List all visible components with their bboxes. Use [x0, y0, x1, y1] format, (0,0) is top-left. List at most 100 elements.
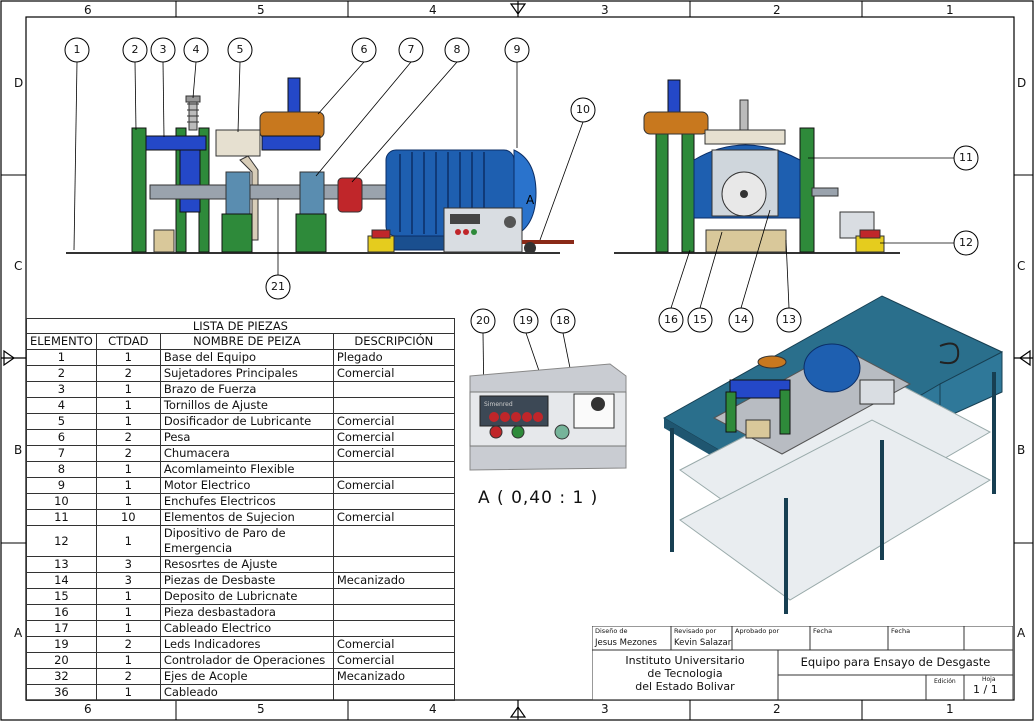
- callout-number: 20: [476, 314, 490, 327]
- zone-col-6-bottom: 6: [84, 702, 92, 716]
- header-elemento: ELEMENTO: [26, 333, 97, 350]
- zone-col-1-bottom: 1: [946, 702, 954, 716]
- cell-elemento: 4: [26, 397, 97, 414]
- parts-list-table: LISTA DE PIEZAS ELEMENTO CTDAD NOMBRE DE…: [26, 318, 455, 701]
- cell-ctdad: 1: [95, 381, 161, 398]
- cell-descripcion: [332, 525, 455, 557]
- institution-name: Instituto Universitario de Tecnologia de…: [625, 654, 745, 693]
- callout-number: 11: [959, 151, 973, 164]
- approved-label: Aprobado por: [735, 627, 780, 635]
- zone-row-b-left: B: [14, 443, 23, 457]
- cell-descripcion: Comercial: [332, 636, 455, 653]
- callout-number: 4: [192, 43, 200, 56]
- cell-elemento: 17: [26, 620, 97, 637]
- cell-ctdad: 2: [95, 445, 161, 462]
- cell-ctdad: 1: [95, 461, 161, 478]
- cell-elemento: 32: [26, 668, 97, 685]
- edition-label: Edición: [934, 678, 956, 685]
- cell-nombre: Cableado: [159, 684, 334, 701]
- cell-elemento: 5: [26, 413, 97, 430]
- cell-ctdad: 1: [95, 652, 161, 669]
- cell-elemento: 3: [26, 381, 97, 398]
- date-label-2: Fecha: [891, 627, 911, 635]
- cell-elemento: 10: [26, 493, 97, 510]
- zone-row-a-right: A: [1017, 626, 1026, 640]
- zone-col-2-top: 2: [773, 3, 781, 17]
- callout-number: 8: [453, 43, 461, 56]
- cell-ctdad: 1: [95, 588, 161, 605]
- zone-col-5-top: 5: [257, 3, 265, 17]
- cell-ctdad: 10: [95, 509, 161, 526]
- zone-col-1-top: 1: [946, 3, 954, 17]
- drawing-title: Equipo para Ensayo de Desgaste: [800, 655, 991, 669]
- cell-ctdad: 3: [95, 556, 161, 573]
- controller-screen-label: Simenred: [484, 401, 513, 408]
- callout-number: 3: [159, 43, 167, 56]
- header-descripcion: DESCRIPCIÓN: [332, 333, 455, 350]
- cell-ctdad: 1: [95, 684, 161, 701]
- detail-scale-label: A ( 0,40 : 1 ): [478, 488, 599, 508]
- cell-elemento: 12: [26, 525, 97, 557]
- cell-descripcion: Comercial: [332, 429, 455, 446]
- zone-col-5-bottom: 5: [257, 702, 265, 716]
- cell-elemento: 19: [26, 636, 97, 653]
- callout-number: 1: [73, 43, 81, 56]
- callout-number: 5: [236, 43, 244, 56]
- cell-descripcion: [332, 684, 455, 701]
- detail-a-controller: Simenred: [469, 363, 627, 471]
- cell-elemento: 16: [26, 604, 97, 621]
- cell-descripcion: [332, 620, 455, 637]
- zone-col-3-top: 3: [601, 3, 609, 17]
- cell-elemento: 36: [26, 684, 97, 701]
- cell-elemento: 14: [26, 572, 97, 589]
- header-ctdad: CTDAD: [95, 333, 161, 350]
- cell-nombre: Leds Indicadores: [159, 636, 334, 653]
- led-indicator: [554, 424, 570, 440]
- reviewed-by: Kevin Salazar: [674, 638, 732, 648]
- cell-nombre: Ejes de Acople: [159, 668, 334, 685]
- callout-number: 14: [734, 313, 748, 326]
- cell-nombre: Piezas de Desbaste: [159, 572, 334, 589]
- zone-col-3-bottom: 3: [601, 702, 609, 716]
- cell-nombre: Resosrtes de Ajuste: [159, 556, 334, 573]
- cell-elemento: 8: [26, 461, 97, 478]
- callout-number: 12: [959, 236, 973, 249]
- cell-nombre: Sujetadores Principales: [159, 365, 334, 382]
- parts-list-title: LISTA DE PIEZAS: [26, 318, 455, 333]
- cell-nombre: Deposito de Lubricnate: [159, 588, 334, 605]
- title-block: Diseño de Jesus Mezones Revisado por Kev…: [592, 626, 1013, 700]
- zone-row-c-left: C: [14, 259, 23, 273]
- sheet-value: 1 / 1: [973, 683, 998, 696]
- callout-number: 2: [131, 43, 139, 56]
- cell-ctdad: 1: [95, 477, 161, 494]
- cell-nombre: Cableado Electrico: [159, 620, 334, 637]
- cell-ctdad: 1: [95, 493, 161, 510]
- side-view: [614, 79, 900, 254]
- cell-descripcion: Comercial: [332, 445, 455, 462]
- cell-descripcion: [332, 604, 455, 621]
- cell-nombre: Pesa: [159, 429, 334, 446]
- cell-descripcion: [332, 556, 455, 573]
- designed-label: Diseño de: [595, 627, 628, 635]
- cell-descripcion: Comercial: [332, 509, 455, 526]
- cell-ctdad: 2: [95, 636, 161, 653]
- cell-nombre: Acomlameinto Flexible: [159, 461, 334, 478]
- cell-ctdad: 1: [95, 620, 161, 637]
- cell-descripcion: Comercial: [332, 365, 455, 382]
- cell-descripcion: [332, 461, 455, 478]
- zone-col-2-bottom: 2: [773, 702, 781, 716]
- cell-elemento: 11: [26, 509, 97, 526]
- cell-nombre: Pieza desbastadora: [159, 604, 334, 621]
